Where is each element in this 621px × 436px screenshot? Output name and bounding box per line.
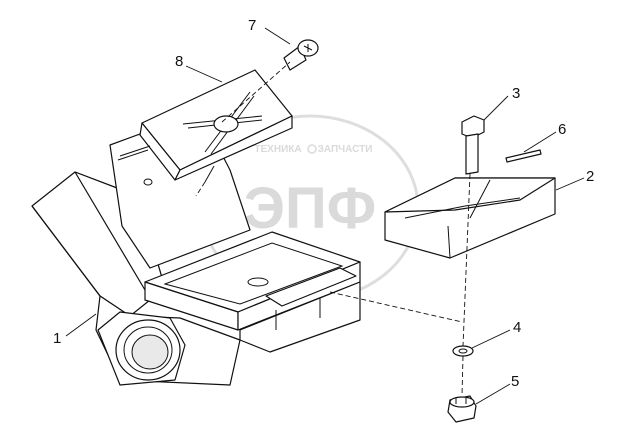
part-6-pin — [505, 149, 542, 163]
watermark-gear-icon — [307, 144, 317, 154]
callout-2: 2 — [586, 168, 594, 185]
callout-4: 4 — [513, 319, 521, 336]
part-7-screw — [283, 39, 319, 71]
watermark-subtitle-right: ЗАПЧАСТИ — [318, 144, 373, 155]
callout-6: 6 — [558, 121, 566, 138]
callout-8: 8 — [175, 53, 183, 70]
handle-hub — [213, 115, 239, 133]
part-4-washer — [452, 345, 474, 357]
watermark-brand: ЭПФ — [244, 176, 376, 241]
assembly-lines — [195, 61, 471, 397]
callout-7: 7 — [248, 17, 256, 34]
part-3-bolt — [461, 115, 485, 175]
part-2-guide-block — [384, 177, 556, 259]
part-8-clamp-block — [117, 69, 293, 183]
leader-lines — [65, 27, 585, 405]
callout-labels: 1 2 3 4 5 6 7 8 — [53, 17, 594, 390]
callout-5: 5 — [511, 373, 519, 390]
watermark-subtitle-left: ТЕХНИКА — [254, 144, 301, 155]
part-5-castle-nut — [447, 395, 477, 423]
callout-1: 1 — [53, 330, 61, 347]
callout-3: 3 — [512, 85, 520, 102]
